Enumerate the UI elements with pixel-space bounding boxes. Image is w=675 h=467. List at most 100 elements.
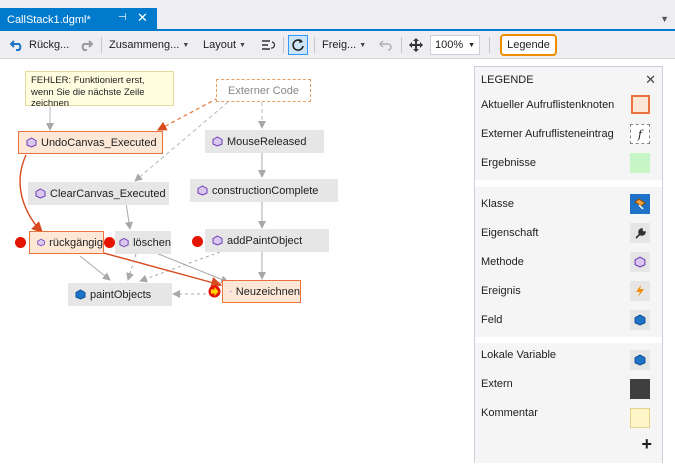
method-icon (212, 235, 223, 246)
legend-row-label: Eigenschaft (481, 227, 539, 239)
share-label: Freig... (322, 39, 357, 51)
refresh-button[interactable] (288, 35, 308, 55)
chevron-down-icon: ▼ (239, 41, 246, 49)
results-swatch[interactable] (630, 153, 650, 173)
node-label: paintObjects (90, 288, 152, 301)
undo-button[interactable]: Rückg... (10, 35, 69, 55)
toolbar-separator (489, 37, 490, 53)
field-icon[interactable] (630, 310, 650, 330)
node-construction-complete[interactable]: constructionComplete (190, 179, 338, 202)
legend-section-misc: Lokale Variable Extern Kommentar + (475, 343, 662, 463)
node-label: constructionComplete (212, 184, 319, 197)
legend-button[interactable]: Legende (500, 34, 557, 56)
external-entry-swatch[interactable]: f (630, 124, 650, 144)
add-legend-item-icon[interactable]: + (641, 434, 652, 454)
node-loeschen[interactable]: löschen (115, 231, 171, 254)
redo-button[interactable] (76, 35, 96, 55)
legend-section-callstack: LEGENDE ✕ Aktueller Aufruflistenknoten E… (475, 67, 662, 180)
node-label: addPaintObject (227, 234, 303, 247)
undo-icon (10, 40, 22, 51)
legend-row-label: Ergebnisse (481, 157, 537, 169)
document-tab-title: CallStack1.dgml* (7, 13, 91, 26)
document-tab-strip: CallStack1.dgml* ⊣ ✕ ▼ (0, 0, 675, 31)
document-tab[interactable]: CallStack1.dgml* ⊣ ✕ (0, 8, 157, 31)
zoom-value: 100% (435, 39, 464, 51)
legend-row-extern: Extern (481, 373, 656, 399)
node-paint-objects[interactable]: paintObjects (68, 283, 172, 306)
method-icon[interactable] (630, 252, 650, 272)
redo-icon (81, 40, 93, 51)
legend-row-label: Externer Aufruflisteneintrag (481, 128, 614, 140)
combine-label: Zusammeng... (109, 39, 180, 51)
node-label: löschen (133, 236, 171, 249)
event-icon[interactable] (630, 281, 650, 301)
legend-row-results: Ergebnisse (481, 152, 656, 174)
zoom-dropdown[interactable]: 100% ▼ (430, 35, 480, 55)
wrench-icon[interactable] (630, 223, 650, 243)
chevron-down-icon: ▼ (182, 41, 190, 49)
external-code-label: Externer Code (228, 84, 299, 97)
toolbar-separator (401, 37, 402, 53)
breakpoint-icon[interactable] (15, 237, 26, 248)
node-label: rückgängig (49, 236, 103, 249)
legend-row-label: Klasse (481, 198, 515, 210)
chevron-down-icon: ▼ (359, 41, 367, 49)
current-node-swatch[interactable] (631, 95, 650, 114)
pan-button[interactable] (406, 35, 426, 55)
legend-row-property: Eigenschaft (481, 222, 656, 244)
node-clear-canvas-executed[interactable]: ClearCanvas_Executed (28, 182, 169, 205)
toolbar-separator (283, 37, 284, 53)
current-frame-arrow-icon (208, 285, 221, 298)
node-undo-canvas-executed[interactable]: UndoCanvas_Executed (18, 131, 163, 154)
legend-title: LEGENDE (481, 74, 534, 86)
method-icon (230, 290, 232, 293)
legend-row-label: Lokale Variable (481, 349, 557, 361)
method-icon (26, 137, 37, 148)
chevron-down-icon: ▼ (468, 41, 475, 49)
node-label: UndoCanvas_Executed (41, 136, 157, 149)
tab-overflow-dropdown-icon[interactable]: ▼ (660, 14, 669, 24)
combine-dropdown[interactable]: Zusammeng...▼ (109, 35, 189, 55)
legend-row-comment: Kommentar (481, 402, 656, 428)
class-icon[interactable] (630, 194, 650, 214)
legend-row-label: Kommentar (481, 407, 538, 419)
field-icon (75, 289, 86, 300)
breakpoint-icon[interactable] (192, 236, 203, 247)
toolbar-separator (314, 37, 315, 53)
legend-row-label: Methode (481, 256, 524, 268)
method-icon (212, 136, 223, 147)
legend-row-label: Extern (481, 378, 513, 390)
error-comment-note[interactable]: FEHLER: Funktioniert erst, wenn Sie die … (25, 71, 174, 109)
legend-row-class: Klasse (481, 193, 656, 215)
reset-layout-button[interactable] (258, 35, 278, 55)
legend-row-local-variable: Lokale Variable (481, 344, 656, 370)
method-icon (119, 237, 129, 248)
layout-label: Layout (203, 39, 237, 51)
legend-row-event: Ereignis (481, 280, 656, 302)
close-legend-icon[interactable]: ✕ (645, 72, 656, 87)
external-code-node[interactable]: Externer Code (216, 79, 311, 102)
back-button[interactable] (376, 35, 396, 55)
comment-swatch[interactable] (630, 408, 650, 428)
method-icon (35, 188, 46, 199)
node-add-paint-object[interactable]: addPaintObject (205, 229, 329, 252)
legend-row-label: Aktueller Aufruflistenknoten (481, 99, 615, 111)
graph-toolbar: Rückg... Zusammeng...▼ Layout▼ Freig...▼… (0, 31, 675, 59)
legend-panel: LEGENDE ✕ Aktueller Aufruflistenknoten E… (474, 66, 663, 463)
local-variable-icon[interactable] (630, 350, 650, 370)
node-mouse-released[interactable]: MouseReleased (205, 130, 324, 153)
toolbar-separator (101, 37, 102, 53)
node-label: ClearCanvas_Executed (50, 187, 166, 200)
pin-icon[interactable]: ⊣ (118, 12, 127, 23)
node-neuzeichnen[interactable]: Neuzeichnen (222, 280, 301, 303)
method-icon (37, 238, 45, 247)
breakpoint-icon[interactable] (104, 237, 115, 248)
extern-swatch[interactable] (630, 379, 650, 399)
share-dropdown[interactable]: Freig...▼ (322, 35, 366, 55)
layout-dropdown[interactable]: Layout▼ (203, 35, 246, 55)
close-tab-icon[interactable]: ✕ (137, 10, 148, 25)
pan-move-icon (409, 38, 423, 52)
node-rueckgaengig[interactable]: rückgängig (29, 231, 104, 254)
reset-layout-icon (262, 40, 276, 50)
method-icon (197, 185, 208, 196)
